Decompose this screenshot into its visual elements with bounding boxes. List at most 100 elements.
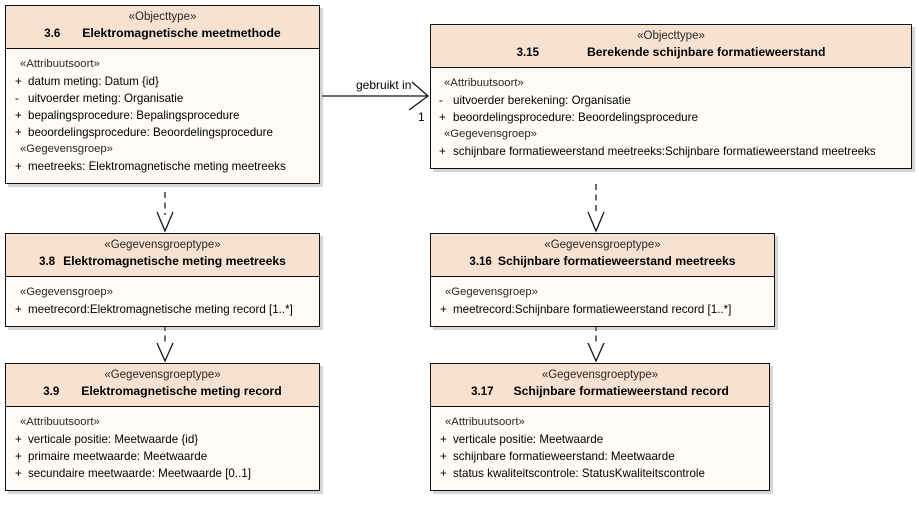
compartment-group-label: «Attribuutsoort» [20, 416, 100, 428]
class-box-schijnbare-formatieweerstand-record[interactable]: «Gegevensgroeptype» 3.17 Schijnbare form… [430, 363, 770, 491]
attribute-text: uitvoerder meting: Organisatie [28, 92, 184, 105]
class-stereotype: «Objecttype» [128, 11, 197, 23]
compartment-group-label: «Gegevensgroep» [445, 286, 538, 298]
class-header: «Objecttype» 3.15 Berekende schijnbare f… [431, 25, 911, 68]
class-box-elektromagnetische-meetmethode[interactable]: «Objecttype» 3.6 Elektromagnetische meet… [5, 5, 320, 184]
attribute-text: meetrecord:Elektromagnetische meting rec… [28, 303, 293, 316]
class-box-elektromagnetische-meting-record[interactable]: «Gegevensgroeptype» 3.9 Elektromagnetisc… [5, 363, 320, 491]
compartment-group-label: «Gegevensgroep» [444, 128, 537, 140]
attribute-text: schijnbare formatieweerstand: Meetwaarde [453, 450, 675, 463]
attribute-text: uitvoerder berekening: Organisatie [453, 94, 631, 107]
class-header: «Gegevensgroeptype» 3.9 Elektromagnetisc… [6, 364, 319, 407]
attribute-text: schijnbare formatieweerstand meetreeks:S… [453, 145, 876, 158]
attribute-visibility: + [440, 450, 447, 463]
attribute-row[interactable]: + schijnbare formatieweerstand meetreeks… [431, 143, 911, 160]
class-title: Elektromagnetische meting record [81, 384, 282, 398]
class-box-elektromagnetische-meting-meetreeks[interactable]: «Gegevensgroeptype» 3.8 Elektromagnetisc… [5, 233, 320, 327]
class-title-row: 3.6 Elektromagnetische meetmethode [6, 25, 319, 43]
class-title: Schijnbare formatieweerstand record [513, 384, 729, 398]
attribute-visibility: - [439, 94, 443, 107]
class-box-schijnbare-formatieweerstand-meetreeks[interactable]: «Gegevensgroeptype» 3.16 Schijnbare form… [430, 233, 775, 327]
attribute-row[interactable]: + beoordelingsprocedure: Beoordelingspro… [6, 124, 319, 141]
attribute-row[interactable]: + meetrecord:Schijnbare formatieweerstan… [431, 301, 774, 318]
class-body: «Attribuutsoort» - uitvoerder berekening… [431, 68, 911, 168]
class-number: 3.6 [44, 28, 61, 40]
attribute-text: status kwaliteitscontrole: StatusKwalite… [453, 467, 705, 480]
class-box-berekende-schijnbare-formatieweerstand[interactable]: «Objecttype» 3.15 Berekende schijnbare f… [430, 24, 912, 169]
attribute-row[interactable]: + secundaire meetwaarde: Meetwaarde [0..… [6, 465, 319, 482]
attribute-text: beoordelingsprocedure: Beoordelingsproce… [453, 111, 698, 124]
class-title-row: 3.16 Schijnbare formatieweerstand meetre… [431, 253, 774, 271]
attribute-row[interactable]: + verticale positie: Meetwaarde [431, 431, 769, 448]
attribute-visibility: + [15, 433, 22, 446]
class-title: Elektromagnetische meetmethode [82, 26, 281, 40]
attribute-row[interactable]: + primaire meetwaarde: Meetwaarde [6, 448, 319, 465]
attribute-text: meetrecord:Schijnbare formatieweerstand … [453, 303, 732, 316]
attribute-visibility: + [15, 303, 22, 316]
connector-dep-38-39[interactable] [156, 325, 174, 363]
attribute-text: primaire meetwaarde: Meetwaarde [28, 450, 208, 463]
attribute-text: beoordelingsprocedure: Beoordelingsproce… [28, 126, 273, 139]
class-title-row: 3.17 Schijnbare formatieweerstand record [431, 383, 769, 401]
class-body: «Gegevensgroep» + meetrecord:Schijnbare … [431, 277, 774, 326]
attribute-visibility: + [439, 111, 446, 124]
attribute-row[interactable]: + schijnbare formatieweerstand: Meetwaar… [431, 448, 769, 465]
attribute-row[interactable]: + beoordelingsprocedure: Beoordelingspro… [431, 109, 911, 126]
compartment-group-label: «Attribuutsoort» [445, 416, 525, 428]
attribute-visibility: + [15, 467, 22, 480]
class-title-row: 3.9 Elektromagnetische meting record [6, 383, 319, 401]
attribute-visibility: + [15, 450, 22, 463]
attribute-row[interactable]: - uitvoerder meting: Organisatie [6, 90, 319, 107]
compartment-group-label: «Gegevensgroep» [20, 286, 113, 298]
attribute-row[interactable]: + meetrecord:Elektromagnetische meting r… [6, 301, 319, 318]
attribute-text: verticale positie: Meetwaarde {id} [28, 433, 199, 446]
attribute-visibility: + [440, 433, 447, 446]
connector-label-gebruikt-in: gebruikt in [356, 78, 411, 92]
attribute-visibility: + [15, 160, 22, 173]
attribute-visibility: + [439, 145, 446, 158]
connector-gebruikt-in[interactable] [322, 81, 429, 111]
attribute-row[interactable]: + datum meting: Datum {id} [6, 73, 319, 90]
attribute-visibility: - [15, 92, 19, 105]
connector-dep-36-38[interactable] [156, 192, 174, 233]
class-body: «Gegevensgroep» + meetrecord:Elektromagn… [6, 277, 319, 326]
class-stereotype: «Gegevensgroeptype» [104, 369, 221, 381]
class-number: 3.17 [471, 386, 494, 398]
attribute-text: bepalingsprocedure: Bepalingsprocedure [28, 109, 240, 122]
attribute-row[interactable]: - uitvoerder berekening: Organisatie [431, 92, 911, 109]
attribute-text: datum meting: Datum {id} [28, 75, 159, 88]
attribute-row[interactable]: + verticale positie: Meetwaarde {id} [6, 431, 319, 448]
class-stereotype: «Gegevensgroeptype» [544, 239, 661, 251]
class-title-row: 3.8 Elektromagnetische meting meetreeks [6, 253, 319, 271]
connector-dep-316-317[interactable] [587, 325, 605, 363]
attribute-visibility: + [440, 303, 447, 316]
attribute-row[interactable]: + bepalingsprocedure: Bepalingsprocedure [6, 107, 319, 124]
compartment-group-label: «Attribuutsoort» [20, 58, 100, 70]
class-header: «Gegevensgroeptype» 3.8 Elektromagnetisc… [6, 234, 319, 277]
attribute-visibility: + [15, 75, 22, 88]
class-title: Schijnbare formatieweerstand meetreeks [497, 254, 736, 268]
class-title: Berekende schijnbare formatieweerstand [586, 45, 826, 59]
compartment-group-label: «Gegevensgroep» [20, 143, 113, 155]
attribute-text: secundaire meetwaarde: Meetwaarde [0..1] [28, 467, 251, 480]
class-number: 3.9 [43, 386, 60, 398]
attribute-visibility: + [15, 109, 22, 122]
connector-dep-315-316[interactable] [587, 184, 605, 233]
class-title: Elektromagnetische meting meetreeks [63, 254, 286, 268]
class-stereotype: «Gegevensgroeptype» [541, 369, 659, 381]
class-header: «Gegevensgroeptype» 3.16 Schijnbare form… [431, 234, 774, 277]
compartment-group-label: «Attribuutsoort» [444, 77, 524, 89]
class-number: 3.16 [469, 256, 492, 268]
class-stereotype: «Gegevensgroeptype» [104, 239, 221, 251]
class-header: «Objecttype» 3.6 Elektromagnetische meet… [6, 6, 319, 49]
attribute-row[interactable]: + meetreeks: Elektromagnetische meting m… [6, 158, 319, 175]
class-stereotype: «Objecttype» [637, 30, 705, 42]
attribute-text: verticale positie: Meetwaarde [453, 433, 604, 446]
connector-multiplicity-gebruikt-in: 1 [418, 110, 425, 124]
class-title-row: 3.15 Berekende schijnbare formatieweerst… [431, 44, 911, 62]
attribute-visibility: + [15, 126, 22, 139]
class-number: 3.8 [39, 256, 56, 268]
attribute-text: meetreeks: Elektromagnetische meting mee… [28, 160, 286, 173]
attribute-row[interactable]: + status kwaliteitscontrole: StatusKwali… [431, 465, 769, 482]
